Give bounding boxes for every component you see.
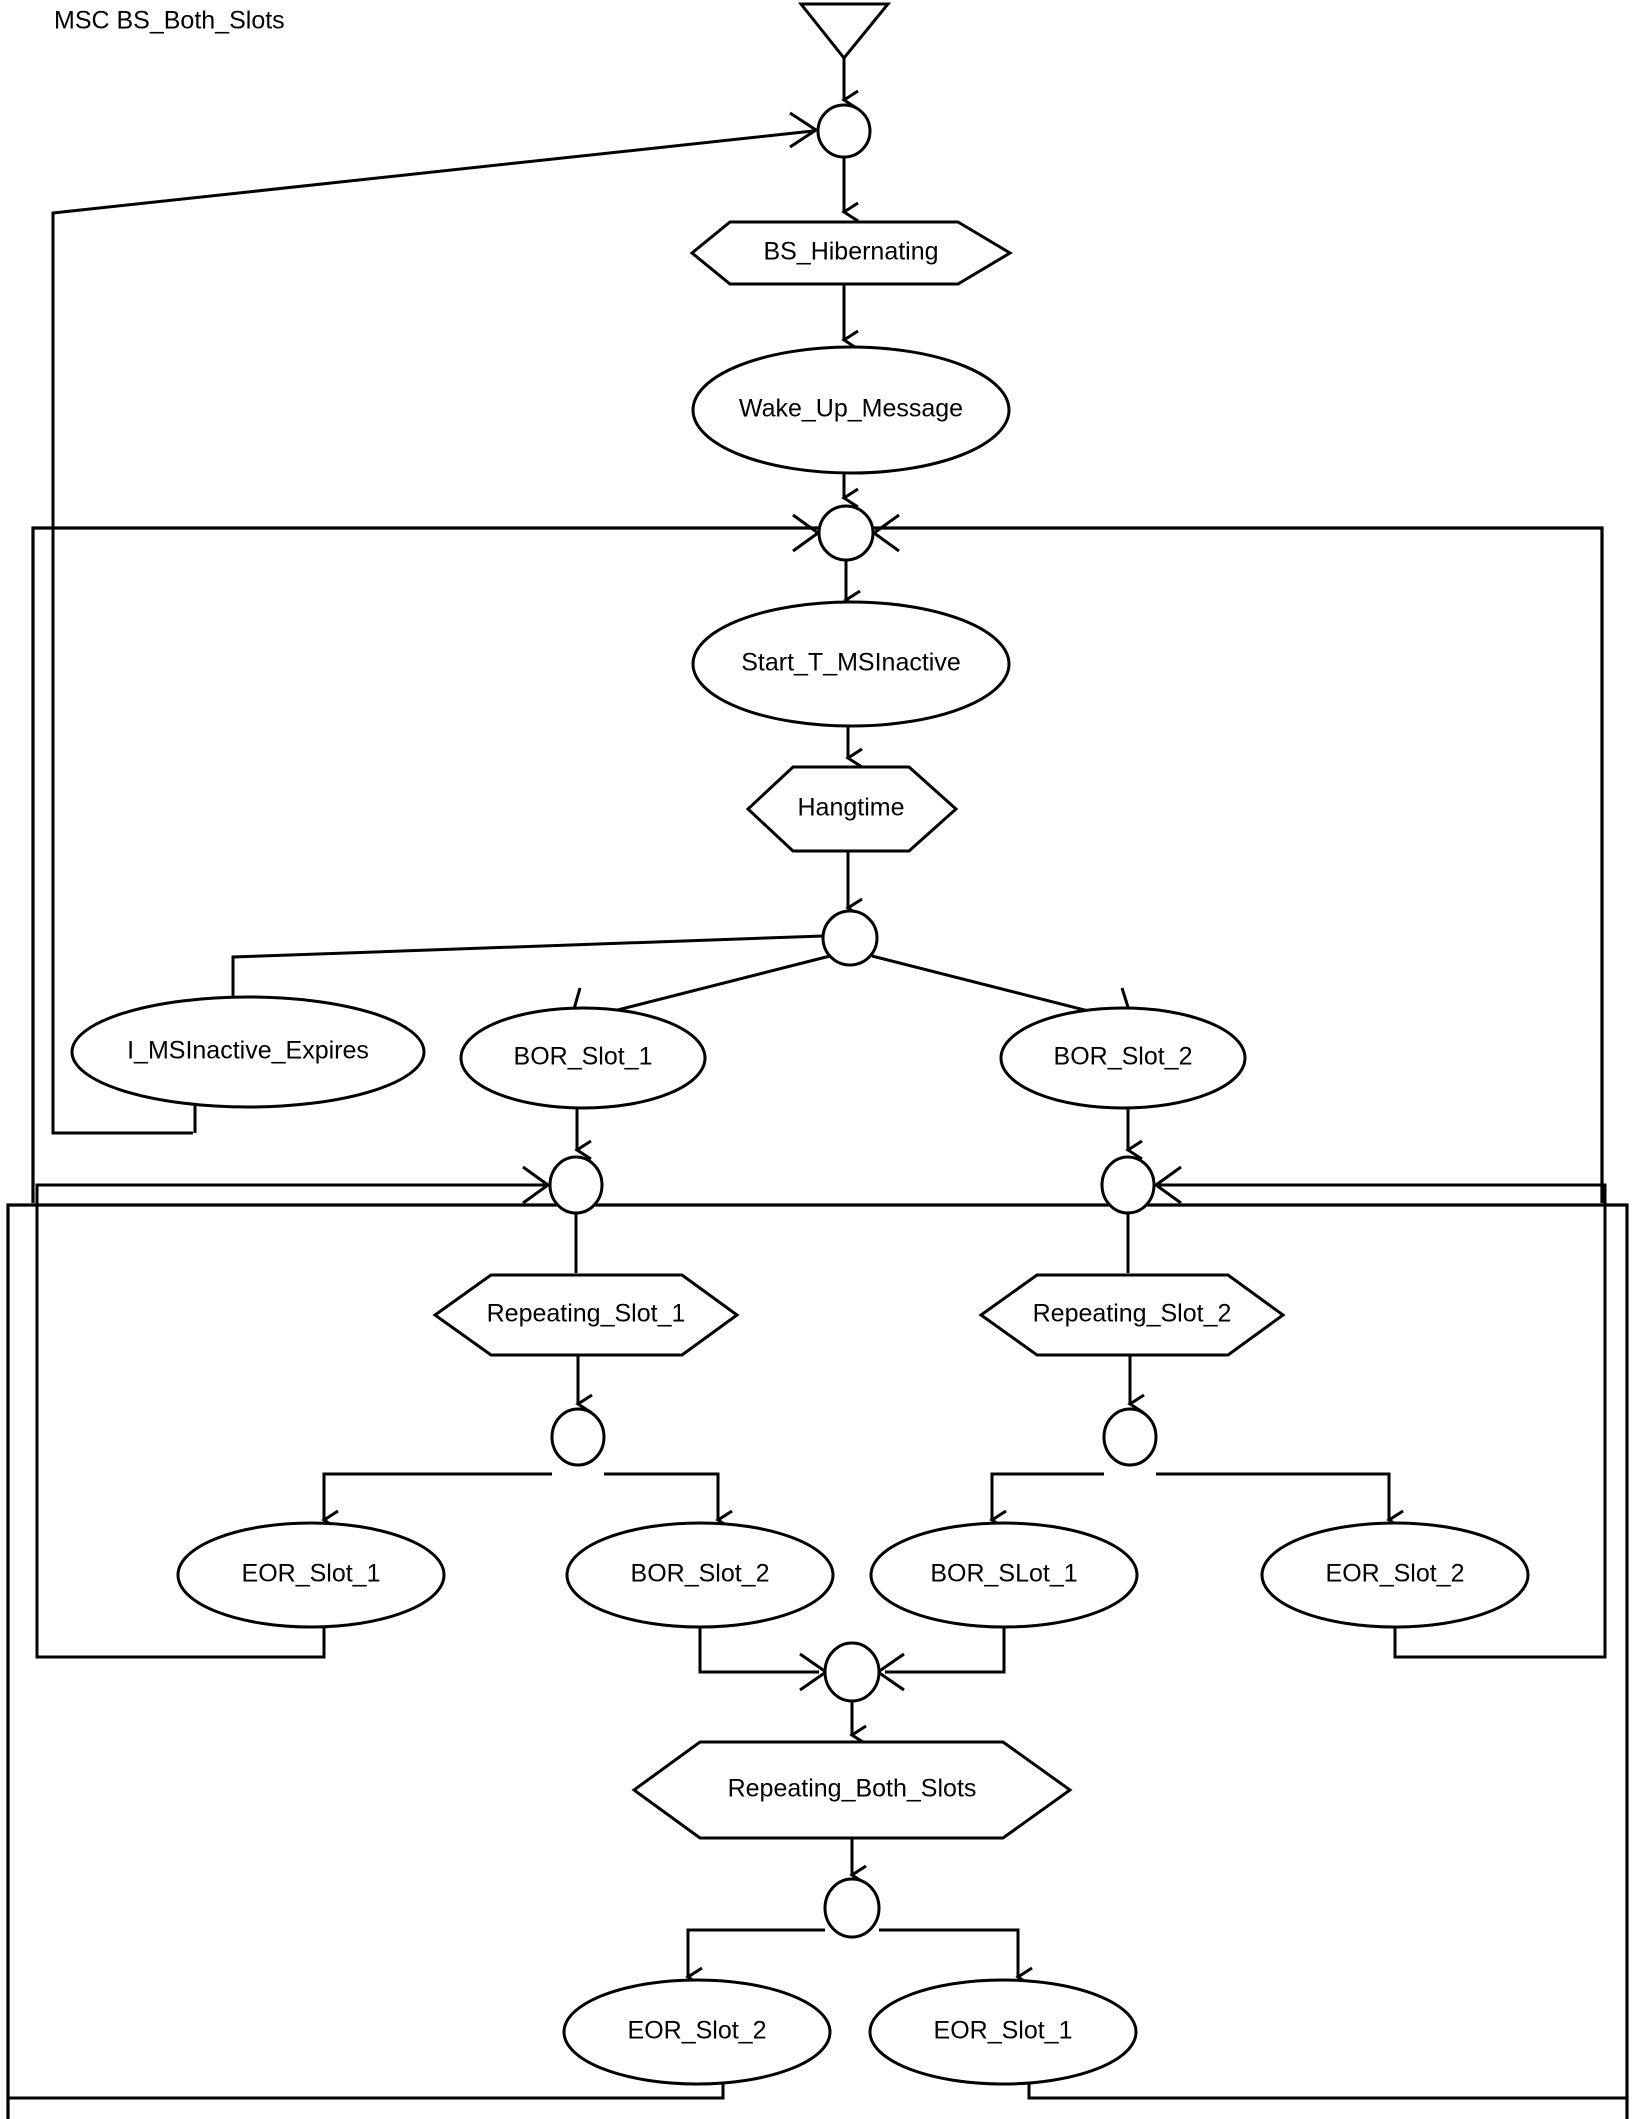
node-start-t-msinactive: Start_T_MSInactive [691,600,1011,728]
edge-bor-slot-1-mid-to-junction6 [875,1627,1006,1692]
junction-node-7 [823,1877,881,1939]
node-repeating-both-slots: Repeating_Both_Slots [631,1740,1073,1840]
edge-junction5r-to-eor-slot-2-mid [1156,1472,1404,1531]
junction-node-6 [823,1641,881,1703]
node-label-bs-hibernating: BS_Hibernating [763,238,938,266]
node-bs-hibernating: BS_Hibernating [689,220,1013,286]
node-label-i-msinactive-expires: I_MSInactive_Expires [127,1037,369,1065]
node-label-bor-slot-2-mid: BOR_Slot_2 [631,1560,770,1588]
node-hangtime: Hangtime [745,765,959,853]
arrowhead-right-into-junction2 [871,513,900,553]
edge-eor-slot-1-bottom-return [1027,2084,1627,2100]
node-i-msinactive-expires: I_MSInactive_Expires [70,995,426,1109]
junction-node-2 [817,504,875,562]
edge-junction7-to-eor-slot-2-bottom [685,1928,825,1988]
node-label-bor-slot-2-top: BOR_Slot_2 [1054,1043,1193,1071]
diagram-title: MSC BS_Both_Slots [54,7,285,35]
node-label-hangtime: Hangtime [798,794,905,822]
frame-outer-upper [31,526,1604,1203]
junction-node-5-left [550,1407,606,1467]
edge-bor-slot-2-mid-to-junction6 [698,1627,829,1692]
junction-node-4-right [1100,1155,1156,1215]
junction-node-5-right [1102,1407,1158,1467]
node-repeating-slot-2: Repeating_Slot_2 [978,1273,1286,1357]
node-label-bor-slot-1-mid: BOR_SLot_1 [930,1560,1077,1588]
node-repeating-slot-1: Repeating_Slot_1 [432,1273,740,1357]
node-label-eor-slot-1-mid: EOR_Slot_1 [242,1560,381,1588]
node-label-repeating-slot-1: Repeating_Slot_1 [487,1300,686,1328]
node-eor-slot-2-mid: EOR_Slot_2 [1260,1521,1530,1629]
node-bor-slot-1-top: BOR_Slot_1 [459,1006,707,1110]
edge-junction5r-to-bor-slot-1-mid [989,1472,1104,1531]
edge-junction7-to-eor-slot-1-bottom [879,1928,1033,1988]
node-eor-slot-1-bottom: EOR_Slot_1 [868,1978,1138,2086]
arrowhead-left-into-junction2 [792,513,821,553]
node-label-eor-slot-2-mid: EOR_Slot_2 [1326,1560,1465,1588]
node-label-repeating-both-slots: Repeating_Both_Slots [728,1775,977,1803]
edge-junction5l-to-bor-slot-2-mid [604,1472,733,1531]
node-label-repeating-slot-2: Repeating_Slot_2 [1033,1300,1232,1328]
node-eor-slot-2-bottom: EOR_Slot_2 [562,1978,832,2086]
edge-eor-slot-2-mid-return [1156,1183,1607,1659]
node-bor-slot-2-top: BOR_Slot_2 [999,1006,1247,1110]
edge-eor-slot-2-bottom-return [8,2084,725,2100]
node-eor-slot-1-mid: EOR_Slot_1 [176,1521,446,1629]
junction-node-1 [816,103,872,159]
node-label-start-t-msinactive: Start_T_MSInactive [741,649,961,677]
junction-node-3 [821,909,879,967]
start-triangle [797,2,892,61]
arrowhead-loop-to-junction1 [789,111,819,149]
node-label-eor-slot-1-bottom: EOR_Slot_1 [934,2017,1073,2045]
junction-node-4-left [548,1155,604,1215]
node-label-bor-slot-1-top: BOR_Slot_1 [514,1043,653,1071]
node-wake-up-message: Wake_Up_Message [691,345,1011,475]
loop-left-spine [51,129,814,1135]
node-label-wake-up-message: Wake_Up_Message [739,395,963,423]
edge-eor-slot-1-mid-return [35,1183,548,1659]
edge-junction5l-to-eor-slot-1 [321,1472,552,1531]
node-label-eor-slot-2-bottom: EOR_Slot_2 [628,2017,767,2045]
node-bor-slot-1-mid: BOR_SLot_1 [869,1521,1139,1629]
frame-outer-lower [6,1203,1629,2119]
node-bor-slot-2-mid: BOR_Slot_2 [565,1521,835,1629]
